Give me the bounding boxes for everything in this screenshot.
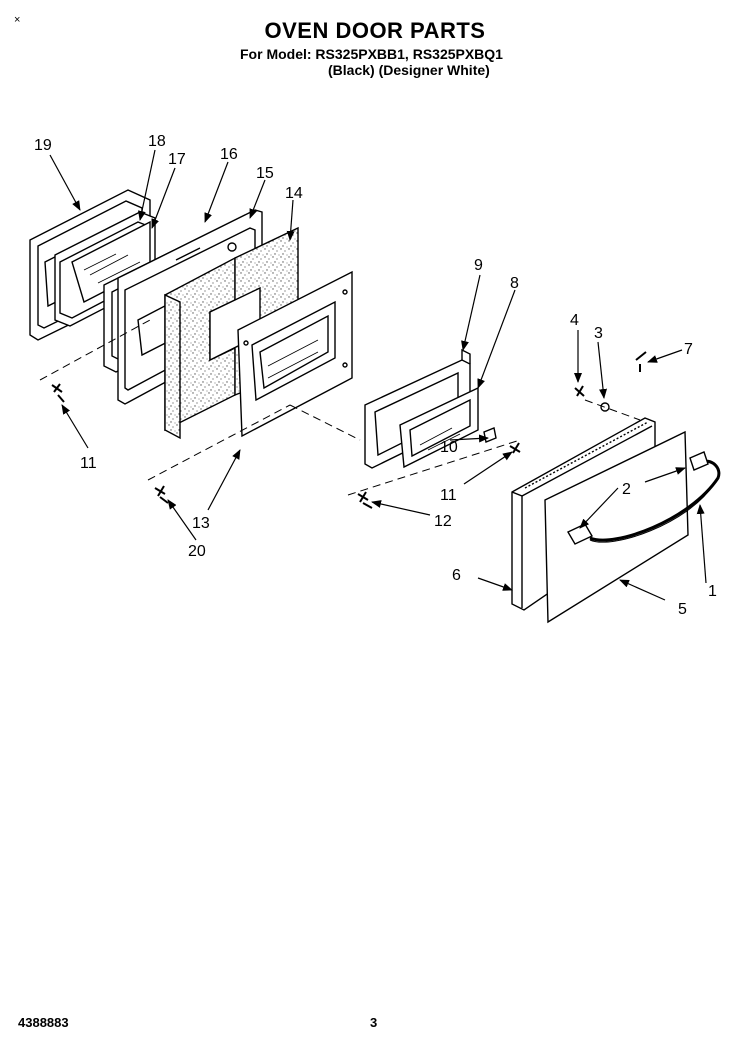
part-number: 4388883 [18, 1015, 69, 1030]
callout-16: 16 [220, 146, 238, 163]
callout-6: 6 [452, 567, 461, 584]
callout-14: 14 [285, 185, 303, 202]
callout-labels: 19 18 17 16 15 14 9 8 4 3 7 11 10 11 12 … [34, 133, 717, 618]
callout-9: 9 [474, 257, 483, 274]
callout-5: 5 [678, 601, 687, 618]
part-1-door-handle [589, 459, 721, 543]
callout-12: 12 [434, 513, 452, 530]
callout-19: 19 [34, 137, 52, 154]
part-8-window-glass [399, 386, 479, 469]
part-14-insulation [164, 226, 299, 440]
page-number: 3 [370, 1015, 378, 1030]
callout-18: 18 [148, 133, 166, 150]
page-title: OVEN DOOR PARTS [264, 18, 486, 43]
corner-mark: × [14, 14, 21, 26]
callout-8: 8 [510, 275, 519, 292]
assembly-guide-lines [39, 319, 641, 496]
part-13-door-inner-panel [237, 270, 353, 438]
callout-1: 1 [708, 583, 717, 600]
callout-11-right: 11 [440, 487, 457, 504]
leader-arrows [49, 149, 707, 601]
callout-13: 13 [192, 515, 210, 532]
callout-20: 20 [188, 543, 206, 560]
model-line: For Model: RS325PXBB1, RS325PXBQ1 [240, 46, 503, 62]
callout-7: 7 [684, 341, 693, 358]
part-2-handle-end-caps [567, 451, 709, 545]
callout-2: 2 [622, 481, 631, 498]
callout-17: 17 [168, 151, 186, 168]
callout-3: 3 [594, 325, 603, 342]
callout-15: 15 [256, 165, 274, 182]
screw-icons [51, 351, 647, 509]
callout-11-left: 11 [80, 455, 97, 472]
callout-10: 10 [440, 439, 458, 456]
callout-4: 4 [570, 312, 579, 329]
part-10-clip [483, 427, 497, 443]
variant-line: (Black) (Designer White) [328, 62, 490, 78]
